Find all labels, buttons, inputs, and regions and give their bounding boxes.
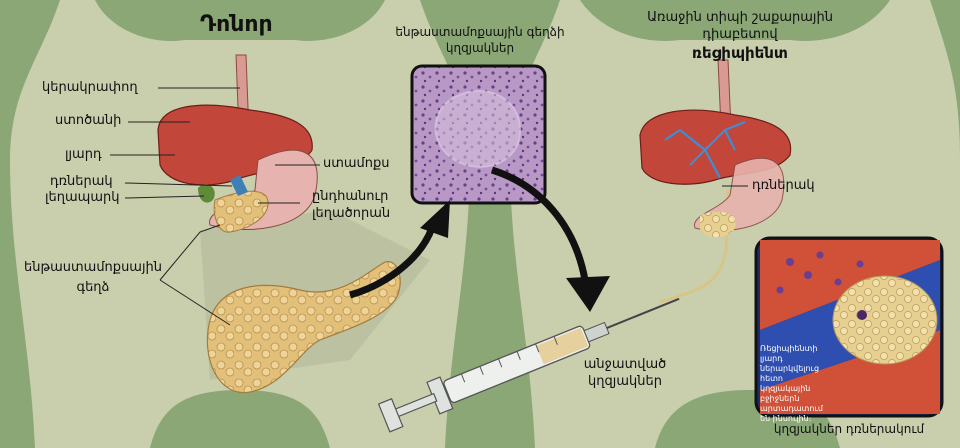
recipient-title-line1: Առաջին տիպի շաքարային bbox=[647, 10, 833, 25]
catheter-tube bbox=[659, 189, 730, 304]
inset-caption: կղզյակներ դռներակում bbox=[773, 422, 925, 436]
label-bile-duct: ընդհանուր լեղածորան bbox=[312, 189, 391, 221]
label-portal-vein: դռներակ bbox=[50, 174, 113, 189]
islet-outline bbox=[434, 90, 522, 168]
label-esophagus: կերակրափող bbox=[42, 80, 138, 95]
syringe bbox=[377, 297, 680, 433]
recipient-title-bold: ռեցիպիենտ bbox=[692, 44, 788, 62]
recipient-title-line2: դիաբետով bbox=[702, 27, 778, 42]
arrow-to-syringe bbox=[490, 166, 589, 281]
donor-pancreas-small bbox=[213, 190, 269, 233]
inset-cell-in-islet bbox=[857, 310, 867, 320]
inset-vessel-wall-top bbox=[760, 240, 940, 330]
islets-title: ենթաստամոքսային գեղձի կղզյակներ bbox=[395, 25, 565, 55]
label-stomach: ստամոքս bbox=[323, 156, 390, 171]
syringe-label: անջատված կղզյակներ bbox=[583, 357, 667, 389]
inset-islet bbox=[832, 275, 938, 365]
label-diaphragm: ստոծանի bbox=[55, 113, 122, 128]
gallbladder bbox=[198, 184, 215, 203]
label-pancreas: ենթաստամոքսային գեղձ bbox=[24, 260, 162, 295]
inset-cells bbox=[776, 251, 864, 294]
arrow-to-islets-head bbox=[420, 200, 450, 238]
donor-portal-vein bbox=[230, 175, 248, 196]
label-gallbladder: լեղապարկ bbox=[45, 190, 120, 205]
arrow-to-syringe-head bbox=[566, 276, 610, 312]
recipient-pancreas bbox=[700, 211, 736, 238]
donor-title: Դոնոր bbox=[200, 12, 273, 37]
recipient-portal-vessels bbox=[664, 120, 746, 179]
arrow-to-islets bbox=[349, 226, 436, 299]
label-liver: լյարդ bbox=[65, 147, 102, 162]
donor-leader-lines bbox=[110, 87, 320, 326]
inset-text: Ռեցիպիենտի լյարդ ներարկվելուց հետո կղզյա… bbox=[760, 344, 823, 423]
label-recipient-portal-vein: դռներակ bbox=[752, 178, 815, 193]
